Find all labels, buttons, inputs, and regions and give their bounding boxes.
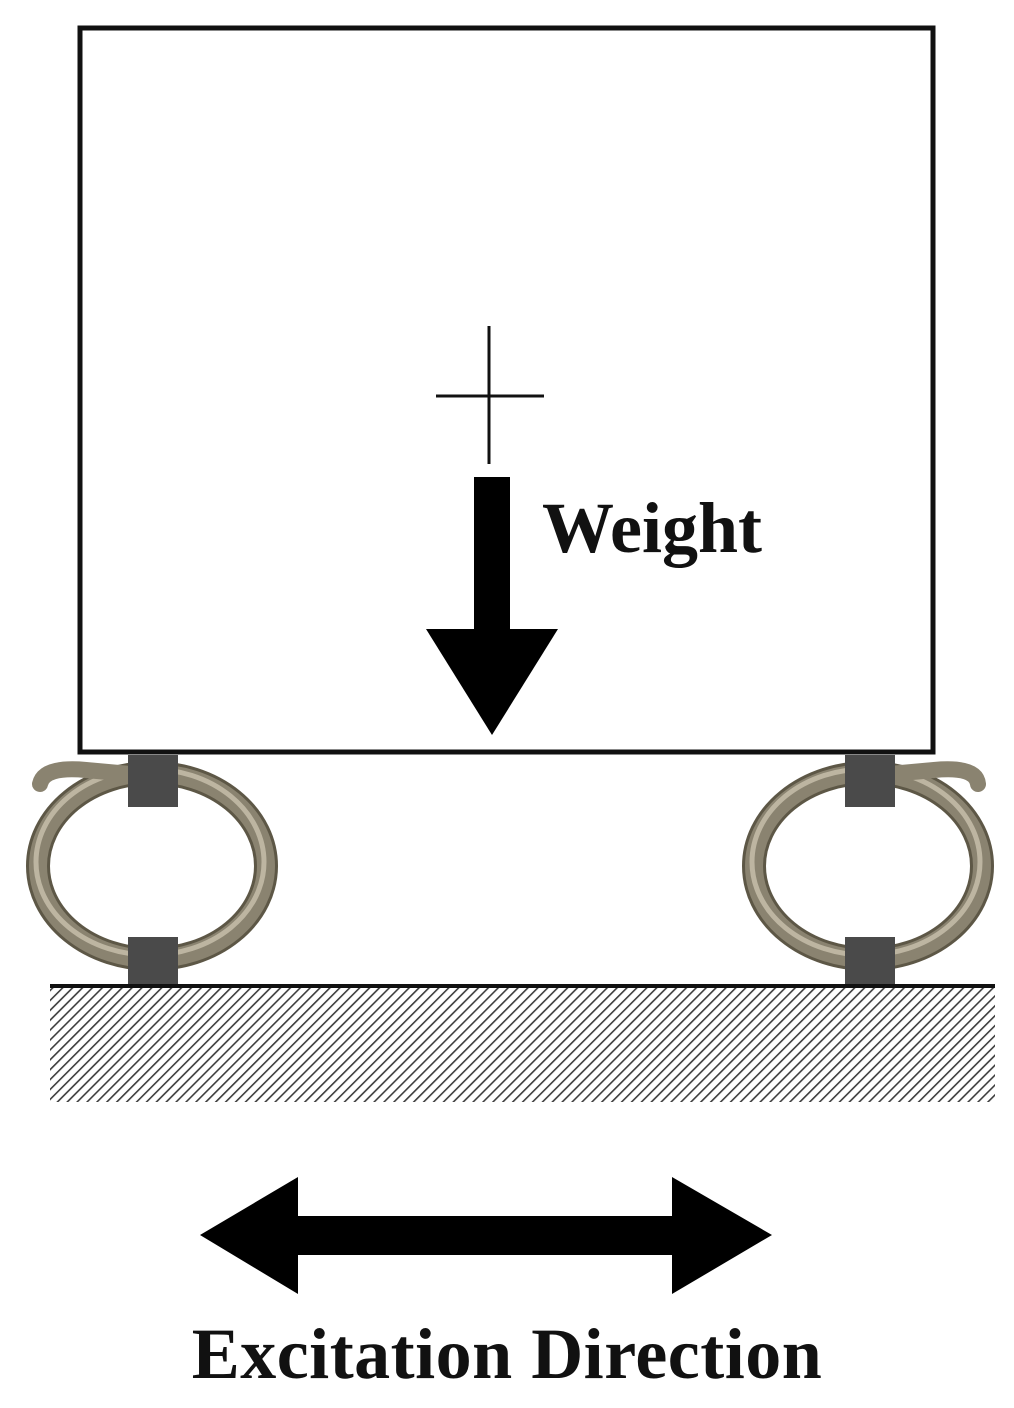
crosshair-icon: [436, 326, 544, 464]
wire-rope-isolator-icon: [26, 755, 278, 987]
ground-base: [50, 984, 995, 1102]
down-arrow-icon: [426, 477, 558, 735]
bottom-clamp: [128, 937, 178, 987]
bottom-clamp: [845, 937, 895, 987]
top-clamp: [128, 755, 178, 807]
double-headed-arrow-icon: [200, 1177, 772, 1294]
top-clamp: [845, 755, 895, 807]
wire-rope-isolator-icon: [742, 755, 994, 987]
excitation-direction-label: Excitation Direction: [191, 1314, 823, 1394]
weight-label: Weight: [542, 488, 763, 568]
